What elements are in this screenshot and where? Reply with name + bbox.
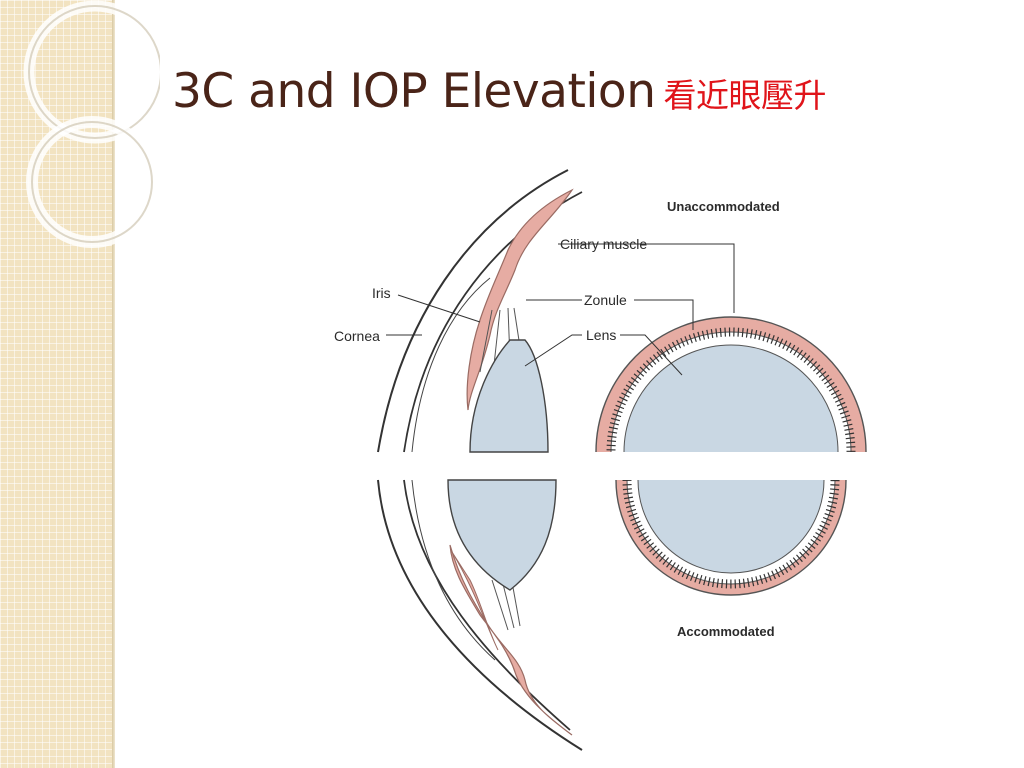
label-ciliary-muscle: Ciliary muscle: [560, 236, 647, 252]
leader-iris: [397, 294, 481, 323]
upper-half: [377, 169, 583, 453]
cornea-inner-line-lower: [403, 479, 571, 731]
cornea-outer-line-upper: [377, 169, 569, 453]
leader-zonule-right: [634, 299, 694, 330]
ring-unaccommodated: [595, 316, 867, 452]
iris-lower: [451, 551, 499, 651]
ciliary-muscle-upper: [466, 188, 574, 411]
label-cornea: Cornea: [334, 328, 380, 344]
lower-half: [377, 479, 583, 751]
label-unaccommodated: Unaccommodated: [667, 199, 780, 214]
lens-upper: [469, 339, 549, 453]
anterior-chamber-line-lower: [411, 479, 496, 661]
zonule-fibers-lower: [491, 579, 521, 631]
label-accommodated: Accommodated: [677, 624, 775, 639]
leader-ciliary-unacc: [558, 243, 735, 313]
deco-ring-2-outline: [31, 121, 153, 243]
slide-title-chinese: 看近眼壓升: [663, 76, 826, 115]
deco-ring-1-outline: [28, 5, 160, 139]
anterior-chamber-line-upper: [411, 277, 491, 453]
leader-lens-right: [620, 334, 683, 376]
label-iris: Iris: [372, 285, 391, 301]
label-lens: Lens: [586, 327, 616, 343]
leader-lens: [524, 334, 582, 367]
cornea-outer-line-lower: [377, 479, 583, 751]
side-panel-edge: [112, 0, 115, 768]
decorative-rings: [23, 0, 160, 248]
eye-accommodation-diagram: Unaccommodated Ciliary muscle Zonule Len…: [334, 169, 867, 751]
leader-lines: [386, 243, 735, 376]
lens-lower: [447, 479, 557, 591]
label-zonule: Zonule: [584, 292, 627, 308]
ring-accommodated: [615, 480, 847, 596]
slide-title-text: 3C and IOP Elevation: [172, 64, 656, 119]
ciliary-muscle-lower: [449, 544, 573, 736]
